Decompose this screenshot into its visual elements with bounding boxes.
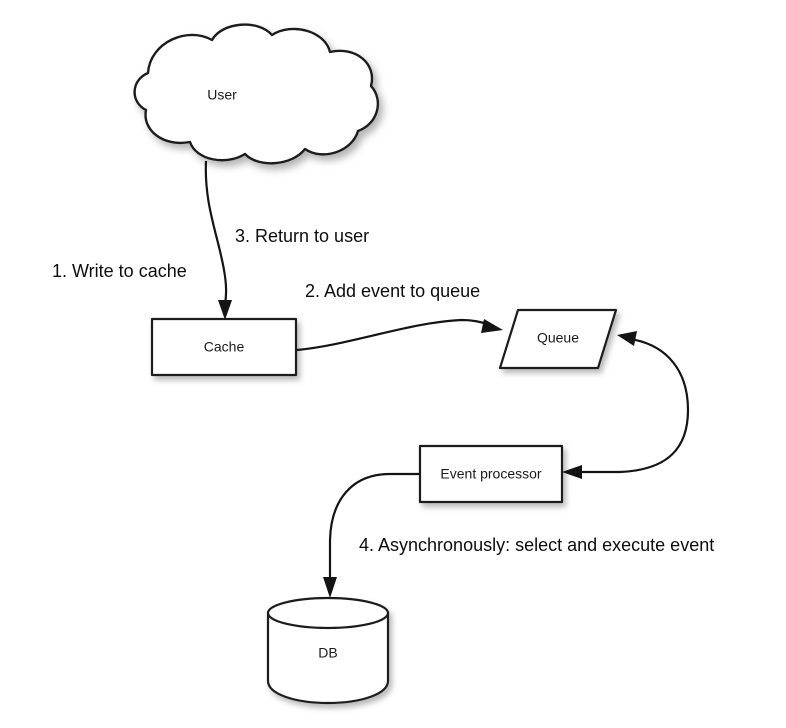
step-label-4: 4. Asynchronously: select and execute ev…	[359, 535, 714, 555]
arrowhead-cache-to-queue	[481, 319, 503, 333]
step-label-2: 2. Add event to queue	[305, 281, 480, 301]
edge-processor-to-db	[323, 472, 419, 598]
arrowhead-loop-to-processor	[562, 465, 582, 479]
node-label-user: User	[207, 87, 237, 103]
node-db[interactable]: DB	[266, 596, 390, 705]
node-label-db: DB	[318, 645, 337, 661]
step-label-1: 1. Write to cache	[52, 261, 187, 281]
node-user[interactable]: User	[133, 23, 380, 165]
node-label-cache: Cache	[204, 339, 245, 355]
arrowhead-loop-to-queue	[617, 331, 637, 346]
node-event-processor[interactable]: Event processor	[418, 444, 564, 504]
arrowhead-user-to-cache	[218, 300, 232, 320]
node-queue[interactable]: Queue	[498, 308, 618, 370]
node-cache[interactable]: Cache	[150, 317, 298, 377]
arrowhead-processor-to-db	[323, 577, 337, 598]
step-label-3: 3. Return to user	[235, 226, 369, 246]
node-label-event-processor: Event processor	[440, 466, 541, 482]
edge-cache-to-queue	[296, 318, 503, 352]
edge-queue-processor-loop	[562, 331, 690, 479]
node-label-queue: Queue	[537, 330, 579, 346]
edge-user-to-cache	[204, 160, 232, 320]
